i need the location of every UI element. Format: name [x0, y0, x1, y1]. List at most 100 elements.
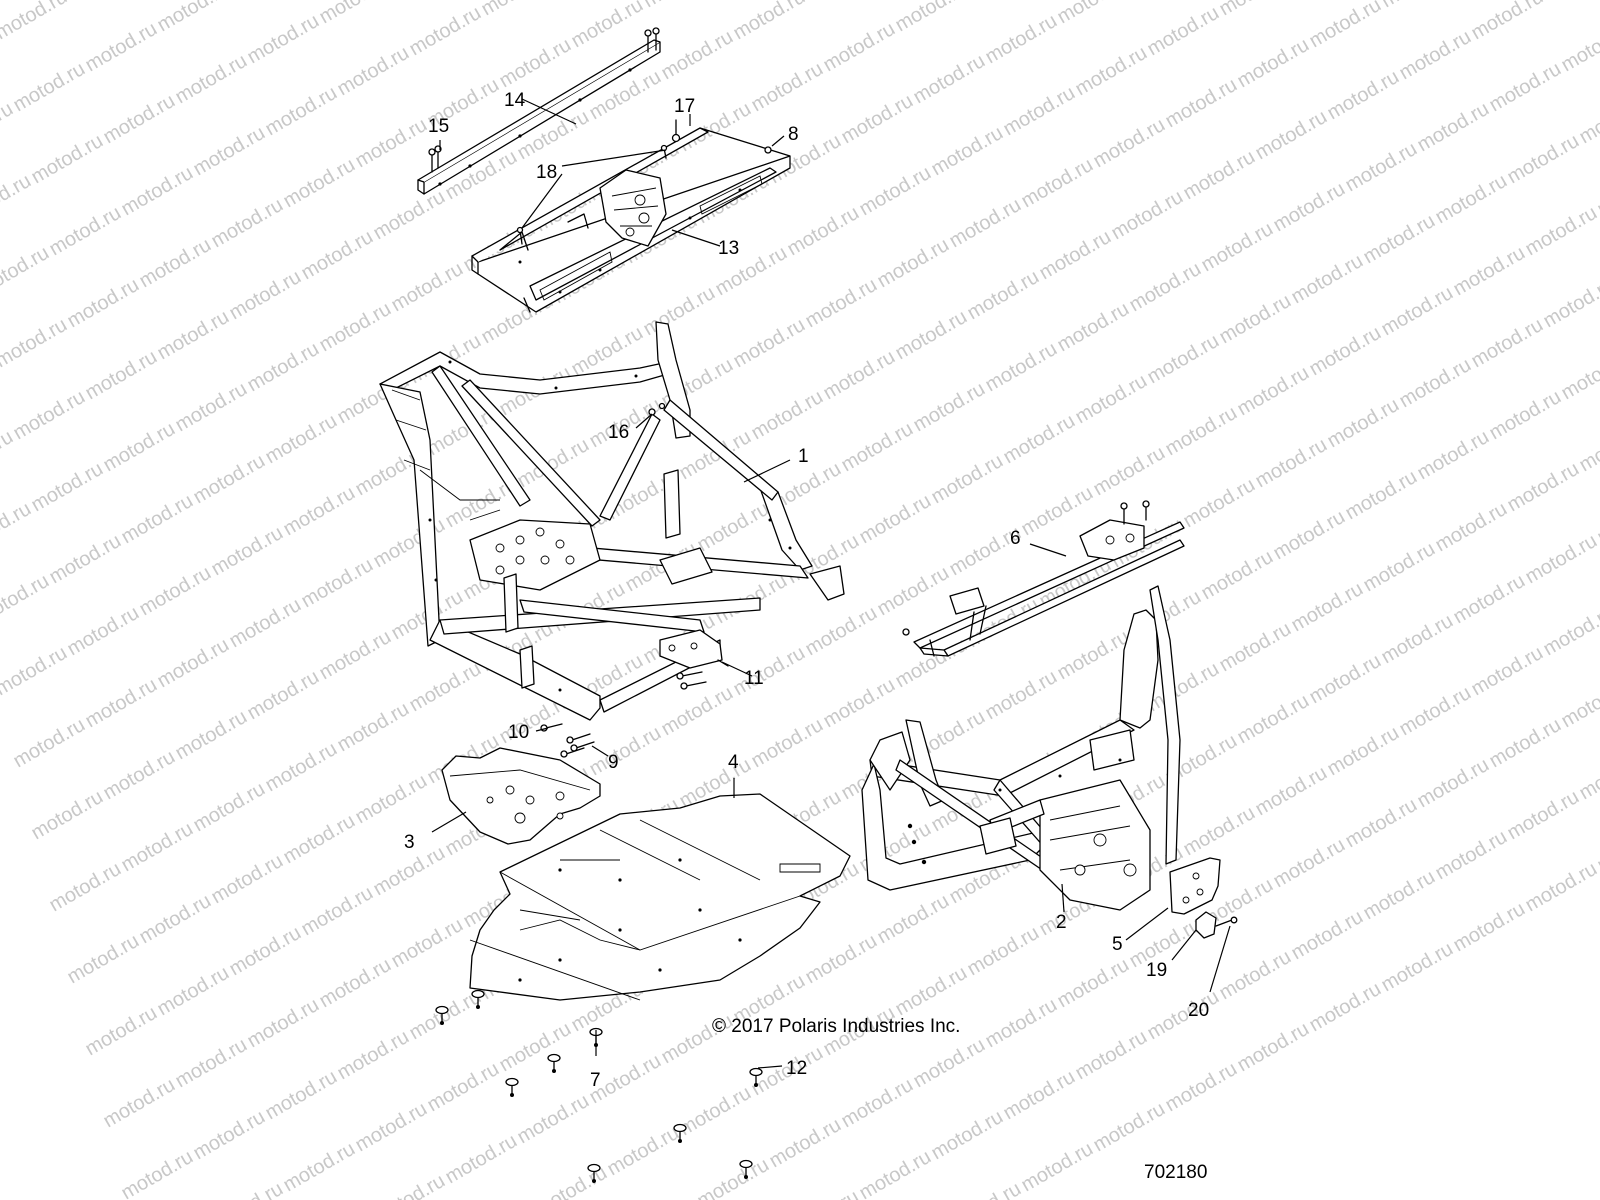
push-fastener-icon[interactable]: [673, 1123, 687, 1144]
part-2-front-frame[interactable]: [861, 585, 1181, 911]
watermark-text: motod.ru: [352, 1098, 431, 1157]
part-13-rear-rail-assembly[interactable]: [471, 127, 791, 313]
watermark-text: motod.ru: [0, 570, 53, 629]
watermark-text: motod.ru: [1018, 482, 1097, 541]
watermark-text: motod.ru: [208, 1178, 287, 1200]
part-15-bolts[interactable]: [428, 145, 442, 173]
watermark-text: motod.ru: [1522, 530, 1600, 589]
watermark-text: motod.ru: [1360, 538, 1439, 597]
watermark-text: motod.ru: [1054, 626, 1133, 685]
push-fastener-icon[interactable]: [471, 989, 485, 1010]
part-6-front-rail-assembly[interactable]: [902, 500, 1185, 657]
watermark-text: motod.ru: [964, 922, 1043, 981]
watermark-text: motod.ru: [280, 810, 359, 869]
watermark-text: motod.ru: [190, 778, 269, 837]
part-4-center-skid-plate[interactable]: [469, 793, 851, 1001]
part-8-nut[interactable]: [764, 146, 772, 154]
push-fastener-icon[interactable]: [547, 1053, 561, 1074]
watermark-text: motod.ru: [1198, 546, 1277, 605]
push-fastener-icon[interactable]: [749, 1067, 763, 1088]
watermark-text: motod.ru: [892, 306, 971, 365]
part-14-cross-bar[interactable]: [417, 39, 661, 195]
part-10-bolt[interactable]: [540, 723, 563, 732]
watermark-text: motod.ru: [46, 530, 125, 589]
watermark-text: motod.ru: [136, 562, 215, 621]
part-16-nut[interactable]: [648, 402, 666, 416]
watermark-text: motod.ru: [1252, 762, 1331, 821]
watermark-text: motod.ru: [226, 266, 305, 325]
watermark-text: motod.ru: [820, 674, 899, 733]
watermark-text: motod.ru: [208, 194, 287, 253]
watermark-text: motod.ru: [928, 122, 1007, 181]
part-bolts-top[interactable]: [644, 27, 660, 53]
watermark-text: motod.ru: [1162, 1058, 1241, 1117]
watermark-text: motod.ru: [334, 1026, 413, 1085]
watermark-text: motod.ru: [1198, 218, 1277, 277]
push-fastener-icon[interactable]: [435, 1005, 449, 1026]
watermark-text: motod.ru: [676, 1082, 755, 1141]
watermark-text: motod.ru: [784, 202, 863, 261]
watermark-text: motod.ru: [244, 338, 323, 397]
part-5-tow-bracket[interactable]: [1169, 857, 1221, 915]
callout-3: 3: [404, 832, 415, 853]
watermark-text: motod.ru: [658, 26, 737, 85]
watermark-text: motod.ru: [1540, 0, 1600, 4]
watermark-text: motod.ru: [244, 10, 323, 69]
push-fastener-icon[interactable]: [505, 1077, 519, 1098]
leader-lines: [431, 98, 1231, 1069]
watermark-text: motod.ru: [1378, 938, 1457, 997]
watermark-text: motod.ru: [1378, 610, 1457, 669]
watermark-text: motod.ru: [766, 130, 845, 189]
part-3-rear-skid-plate[interactable]: [441, 747, 601, 845]
watermark-text: motod.ru: [1396, 354, 1475, 413]
push-fastener-icon[interactable]: [739, 1159, 753, 1180]
watermark-text: motod.ru: [982, 338, 1061, 397]
watermark-text: motod.ru: [838, 90, 917, 149]
watermark-text: motod.ru: [856, 162, 935, 221]
callout-18: 18: [536, 162, 557, 183]
part-1-main-frame[interactable]: [379, 321, 845, 721]
watermark-text: motod.ru: [1576, 418, 1600, 477]
watermark-text: motod.ru: [910, 50, 989, 109]
watermark-text: motod.ru: [928, 1106, 1007, 1165]
watermark-text: motod.ru: [658, 682, 737, 741]
watermark-text: motod.ru: [28, 786, 107, 845]
watermark-text: motod.ru: [820, 18, 899, 77]
watermark-text: motod.ru: [226, 594, 305, 653]
watermark-text: motod.ru: [748, 386, 827, 445]
watermark-text: motod.ru: [1288, 250, 1367, 309]
watermark-text: motod.ru: [298, 554, 377, 613]
watermark-text: motod.ru: [1558, 346, 1600, 405]
watermark-text: motod.ru: [352, 114, 431, 173]
watermark-text: motod.ru: [0, 314, 71, 373]
callout-11: 11: [744, 668, 764, 689]
watermark-text: motod.ru: [154, 0, 233, 36]
watermark-text: motod.ru: [280, 482, 359, 541]
watermark-text: motod.ru: [1468, 0, 1547, 44]
watermark-text: motod.ru: [244, 994, 323, 1053]
part-17-bolt[interactable]: [671, 119, 681, 143]
watermark-text: motod.ru: [46, 858, 125, 917]
watermark-text: motod.ru: [892, 962, 971, 1021]
watermark-text: motod.ru: [694, 1154, 773, 1200]
watermark-text: motod.ru: [1558, 674, 1600, 733]
watermark-text: motod.ru: [64, 0, 143, 4]
watermark-text: motod.ru: [46, 202, 125, 261]
watermark-text: motod.ru: [388, 258, 467, 317]
watermark-text: motod.ru: [1486, 386, 1565, 445]
watermark-text: motod.ru: [1486, 714, 1565, 773]
watermark-text: motod.ru: [1288, 578, 1367, 637]
watermark-text: motod.ru: [370, 186, 449, 245]
watermark-text: motod.ru: [1234, 1018, 1313, 1077]
watermark-text: motod.ru: [1072, 42, 1151, 101]
part-9-bolts[interactable]: [560, 733, 595, 758]
watermark-text: motod.ru: [1342, 138, 1421, 197]
callout-9: 9: [608, 752, 619, 773]
part-20-bolt[interactable]: [1215, 916, 1238, 927]
watermark-text: motod.ru: [1306, 978, 1385, 1037]
watermark-text: motod.ru: [262, 1066, 341, 1125]
push-fastener-icon[interactable]: [587, 1163, 601, 1184]
watermark-text: motod.ru: [1288, 906, 1367, 965]
watermark-text: motod.ru: [946, 1178, 1025, 1200]
callout-labels: 1 2 3 4 5 6 7 8 9 10 11 12 13 14 15 16 1…: [404, 90, 1209, 1091]
